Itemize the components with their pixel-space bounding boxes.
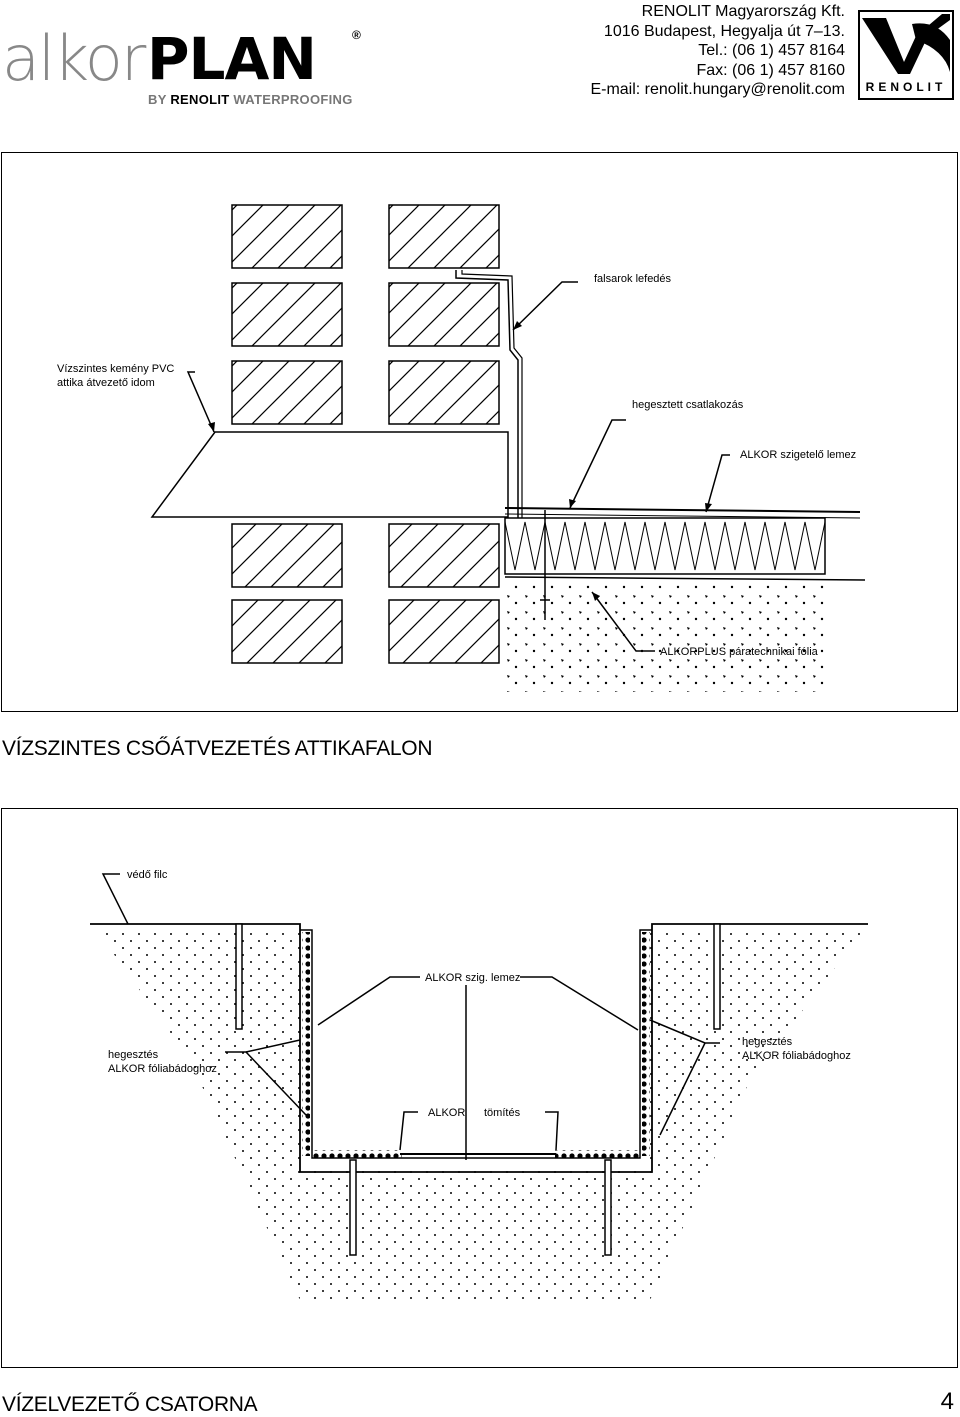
channel-outer (90, 923, 868, 1173)
left-wall-blocks (231, 204, 343, 664)
company-tel: Tel.: (06 1) 457 8164 (698, 42, 845, 59)
renolit-logo-icon (858, 10, 954, 100)
company-name: RENOLIT Magyarország Kft. (641, 3, 845, 20)
page-number: 4 (940, 1388, 954, 1415)
drawing1-frame (1, 152, 958, 712)
logo-plan-text: PLAN (147, 25, 317, 93)
drawing2-svg: védő filc ALKOR szig. lemez hegesztés AL… (90, 869, 868, 1300)
channel-liner (300, 929, 652, 1159)
right-wall-blocks (388, 204, 500, 664)
gravel-left (302, 932, 310, 1156)
leader-arrows (208, 321, 712, 601)
label-hegesztes-right-2: ALKOR fóliabádoghoz (742, 1050, 851, 1062)
membrane (504, 507, 861, 513)
flashing (455, 270, 519, 520)
anchor (540, 510, 550, 620)
pvc-pipe (150, 431, 509, 518)
label-vizszintes-1: Vízszintes kemény PVC (57, 363, 174, 375)
gravel-right (642, 932, 650, 1156)
logo-alkor-text: alkor (2, 22, 146, 95)
label-falsarok: falsarok lefedés (594, 273, 672, 285)
label-alkor-szigetelo: ALKOR szigetelő lemez (740, 449, 856, 461)
contact-block: RENOLIT Magyarország Kft. 1016 Budapest,… (590, 2, 845, 100)
tagline-by: BY (148, 92, 171, 107)
drawing1-title: VÍZSZINTES CSŐÁTVEZETÉS ATTIKAFALON (2, 737, 433, 760)
label-alkorplus: ALKORPLUS páratechnikai fólia (660, 646, 819, 658)
logo-tagline: BY RENOLIT WATERPROOFING (148, 92, 353, 107)
label-hegesztes-left-1: hegesztés (108, 1049, 159, 1061)
leader-lines-2 (101, 873, 720, 1160)
label-vizszintes-2: attika átvezető idom (57, 377, 155, 389)
label-alkor: ALKOR (428, 1107, 465, 1119)
renolit-logo-label: RENOLIT (865, 80, 947, 94)
company-email: E-mail: renolit.hungary@renolit.com (590, 81, 845, 98)
label-tomites: tömítés (484, 1107, 521, 1119)
leader-lines (186, 281, 730, 652)
insulation (504, 517, 826, 575)
logo-registered-mark: ® (352, 28, 361, 42)
tagline-rest: WATERPROOFING (229, 92, 353, 107)
soil-fill (95, 928, 865, 1300)
concrete-substrate (505, 582, 825, 692)
anchors (235, 923, 721, 1256)
company-address: 1016 Budapest, Hegyalja út 7–13. (603, 22, 845, 40)
label-hegesztes-left-2: ALKOR fóliabádoghoz (108, 1063, 217, 1075)
gravel-bottom-left (312, 1150, 402, 1158)
company-fax: Fax: (06 1) 457 8160 (696, 61, 845, 79)
label-hegesztes-right-1: hegesztés (742, 1036, 793, 1048)
drawing2-title: VÍZELVEZETŐ CSATORNA (2, 1393, 258, 1416)
drawing1-svg: falsarok lefedés Vízszintes kemény PVC a… (57, 204, 866, 692)
label-vedo-filc: védő filc (127, 869, 168, 881)
tagline-brand: RENOLIT (170, 92, 230, 107)
label-alkor-szig: ALKOR szig. lemez (425, 972, 520, 984)
gravel-bottom-right (555, 1150, 640, 1158)
drawing2-frame (1, 808, 958, 1368)
label-hegesztett: hegesztett csatlakozás (632, 399, 744, 411)
